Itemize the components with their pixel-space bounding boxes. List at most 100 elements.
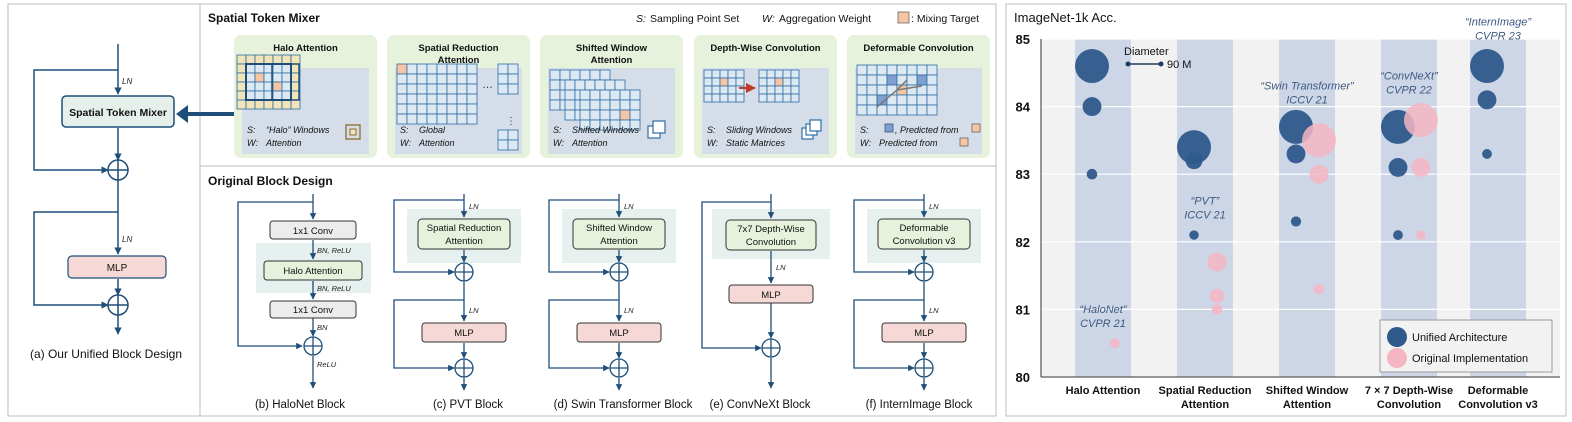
grid-cell [579,89,591,101]
sampling-key: S: [707,125,716,135]
grid-cell [735,77,745,87]
mixer-section-title: Spatial Token Mixer [208,11,320,25]
legend-label: Original Implementation [1412,353,1528,365]
grid-cell [497,63,509,75]
unified-point [1185,152,1203,170]
grid-cell [916,64,928,76]
mlp-label: MLP [454,328,474,339]
mixer-card-title: Shifted Window [576,43,648,54]
grid-cell [719,85,729,95]
original-point [1313,283,1325,295]
x-tick-label: Attention [1181,399,1230,411]
unified-point [1290,216,1302,227]
grid-cell [497,73,509,85]
ln-label: LN [624,306,634,315]
mlp-box [421,322,507,343]
grid-cell [426,113,438,125]
grid-cell [466,63,478,75]
model-annotation: “ConvNeXt” [1380,71,1439,83]
model-annotation: “HaloNet” [1079,304,1127,316]
size-legend-value: 90 M [1167,59,1191,71]
grid-cell [876,64,888,76]
ln-label: LN [469,202,479,211]
grid-cell [466,83,478,95]
weight-key: W: [707,138,718,148]
grid-cell [790,93,800,103]
mixer-label: Attention [600,236,638,247]
grid-cell [245,54,256,65]
sampling-text: , Predicted from [895,125,959,135]
mlp-box [67,255,167,279]
weight-text: Attention [265,138,302,148]
grid-cell [735,69,745,79]
grid-cell [589,89,601,101]
conv1x1-label: 1x1 Conv [293,305,333,316]
grid-cell [254,63,265,74]
ln-label: LN [929,306,939,315]
grid-cell [436,113,448,125]
ln-label: LN [929,202,939,211]
grid-cell [416,73,428,85]
original-point [1404,103,1438,138]
grid-cell [579,99,591,111]
left-figure-border [7,3,997,417]
grid-cell [584,79,596,91]
grid-cell [896,104,908,116]
original-point [1207,252,1227,272]
grid-cell [396,83,408,95]
grid-cell [272,99,283,110]
legend-w-text: Aggregation Weight [779,13,871,25]
grid-cell [896,74,908,86]
halonet-caption: (b) HaloNet Block [255,399,345,411]
grid-cell [758,77,768,87]
grid-cell [766,69,776,79]
grid-cell [456,93,468,105]
grid-cell [579,69,591,81]
mixer-card: Spatial ReductionAttention…⋮S:GlobalW:At… [387,35,530,158]
grid-cell [782,85,792,95]
original-point [1209,288,1225,304]
grid-cell [766,93,776,103]
y-tick-label: 81 [1016,302,1030,317]
mixer-card-title: Attention [591,55,633,66]
grid-cell [926,64,938,76]
grid-cell [703,77,713,87]
grid-cell [790,69,800,79]
grid-cell [619,89,631,101]
mixer-label: Deformable [899,223,948,234]
grid-cell [703,85,713,95]
unified-point [1082,97,1102,117]
mlp-box [728,284,814,304]
grid-cell [406,113,418,125]
grid-cell [574,79,586,91]
mlp-label: MLP [107,263,128,274]
grid-cell [782,93,792,103]
grid-cell [926,104,938,116]
spatial-token-mixer-box [61,95,175,128]
grid-cell [896,64,908,76]
category-band [1075,39,1131,377]
x-tick-label: Halo Attention [1066,385,1141,397]
unified-point [1177,130,1211,165]
mixer-box [417,218,511,250]
deform-offsets-icon [876,79,923,108]
grid-cell [866,94,878,106]
grid-cell [916,94,928,106]
ellipsis-icon: ⋮ [506,116,516,127]
mixer-card-title: Attention [438,55,480,66]
y-tick-label: 85 [1016,32,1030,47]
size-legend-title: Diameter [1124,46,1169,58]
unified-point [1286,144,1306,164]
mlp-label: MLP [761,290,781,301]
grid-cell [906,104,918,116]
grid-cell [272,54,283,65]
sampling-key: S: [553,125,562,135]
